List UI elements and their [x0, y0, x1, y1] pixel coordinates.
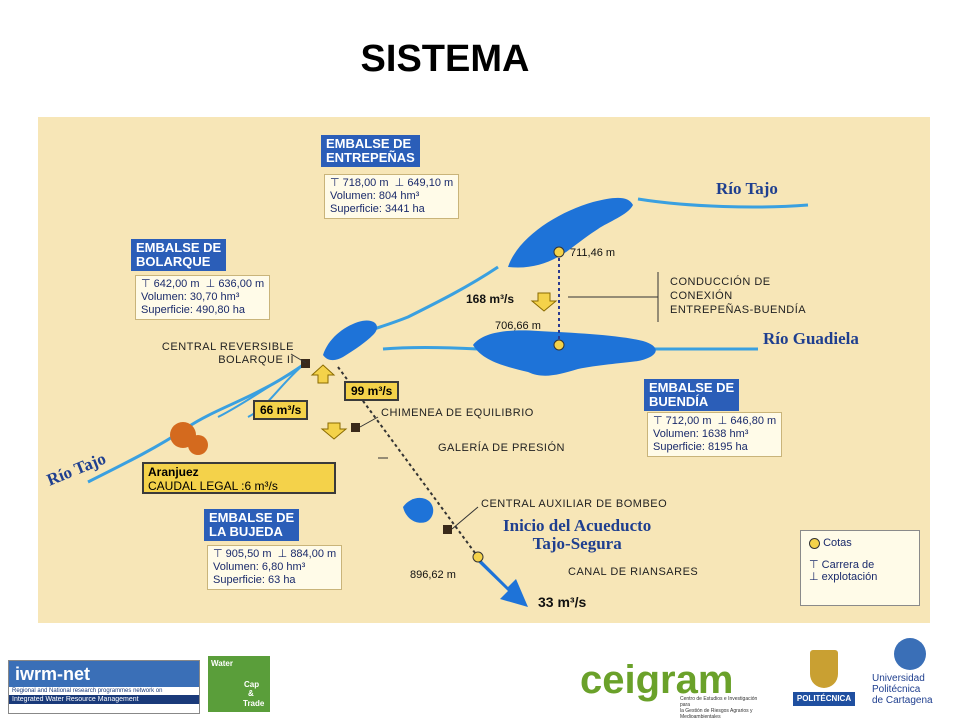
max-level-icon: ⊤ [141, 278, 151, 290]
bujeda-info: ⊤ 905,50 m ⊥ 884,00 m Volumen: 6,80 hm³ … [207, 545, 343, 590]
conduccion-label: CONDUCCIÓN DE CONEXIÓN ENTREPEÑAS-BUENDÍ… [670, 276, 807, 316]
central-aux-marker [443, 525, 452, 534]
flow-arrow-168 [530, 292, 558, 312]
map-drawing [87, 197, 809, 607]
max-level-icon: ⊤ [809, 559, 819, 571]
flow-168-label: 168 m³/s [466, 292, 515, 306]
buendia-header: EMBALSE DE BUENDÍA [644, 379, 740, 411]
cota-dot-bujeda [472, 551, 484, 563]
bolarque-header: EMBALSE DE BOLARQUE [131, 239, 227, 271]
chimenea-label: CHIMENEA DE EQUILIBRIO [381, 407, 534, 419]
min-level-icon: ⊥ [277, 548, 288, 560]
buendia-shape [473, 330, 656, 376]
river-tajo-branch [217, 364, 304, 418]
central-reversible-marker [301, 359, 310, 368]
cota-label: 711,46 m [570, 247, 616, 259]
cota-label: 706,66 m [495, 320, 541, 332]
cota-dot-icon [809, 537, 820, 549]
galeria-label: GALERÍA DE PRESIÓN [438, 442, 565, 454]
globe-icon [894, 638, 926, 670]
min-level-icon: ⊥ [205, 278, 216, 290]
flow-arrow-99 [310, 364, 336, 384]
river-tajo-label: Río Tajo [716, 179, 778, 198]
max-level-icon: ⊤ [330, 177, 340, 189]
flow-99-label: 99 m³/s [344, 381, 400, 401]
page-title: SISTEMA [360, 38, 530, 80]
upm-logo: POLITÉCNICA [793, 648, 855, 710]
upct-logo: Universidad Politécnica de Cartagena [872, 636, 952, 712]
entrepenas-info: ⊤ 718,00 m ⊥ 649,10 m Volumen: 804 hm³ S… [324, 174, 460, 219]
chimenea-marker [351, 423, 360, 432]
aranjuez-box: Aranjuez CAUDAL LEGAL :6 m³/s [142, 462, 336, 494]
bolarque-shape [323, 320, 378, 361]
buendia-info: ⊤ 712,00 m ⊥ 646,80 m Volumen: 1638 hm³ … [647, 412, 783, 457]
entrepenas-shape [508, 197, 633, 268]
bujeda-shape [403, 497, 434, 523]
system-map: EMBALSE DE ENTREPEÑAS ⊤ 718,00 m ⊥ 649,1… [38, 117, 930, 623]
ceigram-logo: ceigram Centro de Estudios e Investigaci… [580, 658, 758, 720]
river-guadiela-lower [382, 346, 479, 351]
water-cap-trade-logo: Water Cap & Trade [208, 656, 270, 712]
bujeda-header: EMBALSE DE LA BUJEDA [204, 509, 300, 541]
river-guadiela-label: Río Guadiela [763, 329, 859, 348]
shield-icon [810, 650, 838, 688]
min-level-icon: ⊥ [717, 415, 728, 427]
cota-dot-buendia [553, 339, 565, 351]
river-tajo-upper [637, 197, 809, 209]
canal-label: CANAL DE RIANSARES [568, 566, 699, 578]
acueducto-arrow [478, 557, 528, 607]
central-aux-label: CENTRAL AUXILIAR DE BOMBEO [481, 498, 668, 510]
central-reversible-label: CENTRAL REVERSIBLE BOLARQUE II [161, 341, 294, 366]
cota-dot-entrepenas [553, 246, 565, 258]
cota-label: 896,62 m [410, 569, 456, 581]
legend: Cotas ⊤ Carrera de ⊥ explotación [800, 530, 920, 606]
max-level-icon: ⊤ [213, 548, 223, 560]
min-level-icon: ⊥ [394, 177, 405, 189]
entrepenas-header: EMBALSE DE ENTREPEÑAS [321, 135, 420, 167]
flow-33-label: 33 m³/s [538, 594, 587, 610]
bolarque-info: ⊤ 642,00 m ⊥ 636,00 m Volumen: 30,70 hm³… [135, 275, 271, 320]
min-level-icon: ⊥ [809, 571, 819, 583]
iwrm-net-logo: iwrm-net Regional and National research … [8, 660, 200, 714]
flow-arrow-66 [320, 422, 348, 440]
max-level-icon: ⊤ [653, 415, 663, 427]
acueducto-label: Inicio del Acueducto Tajo-Segura [503, 516, 652, 553]
flow-66-label: 66 m³/s [253, 400, 309, 420]
